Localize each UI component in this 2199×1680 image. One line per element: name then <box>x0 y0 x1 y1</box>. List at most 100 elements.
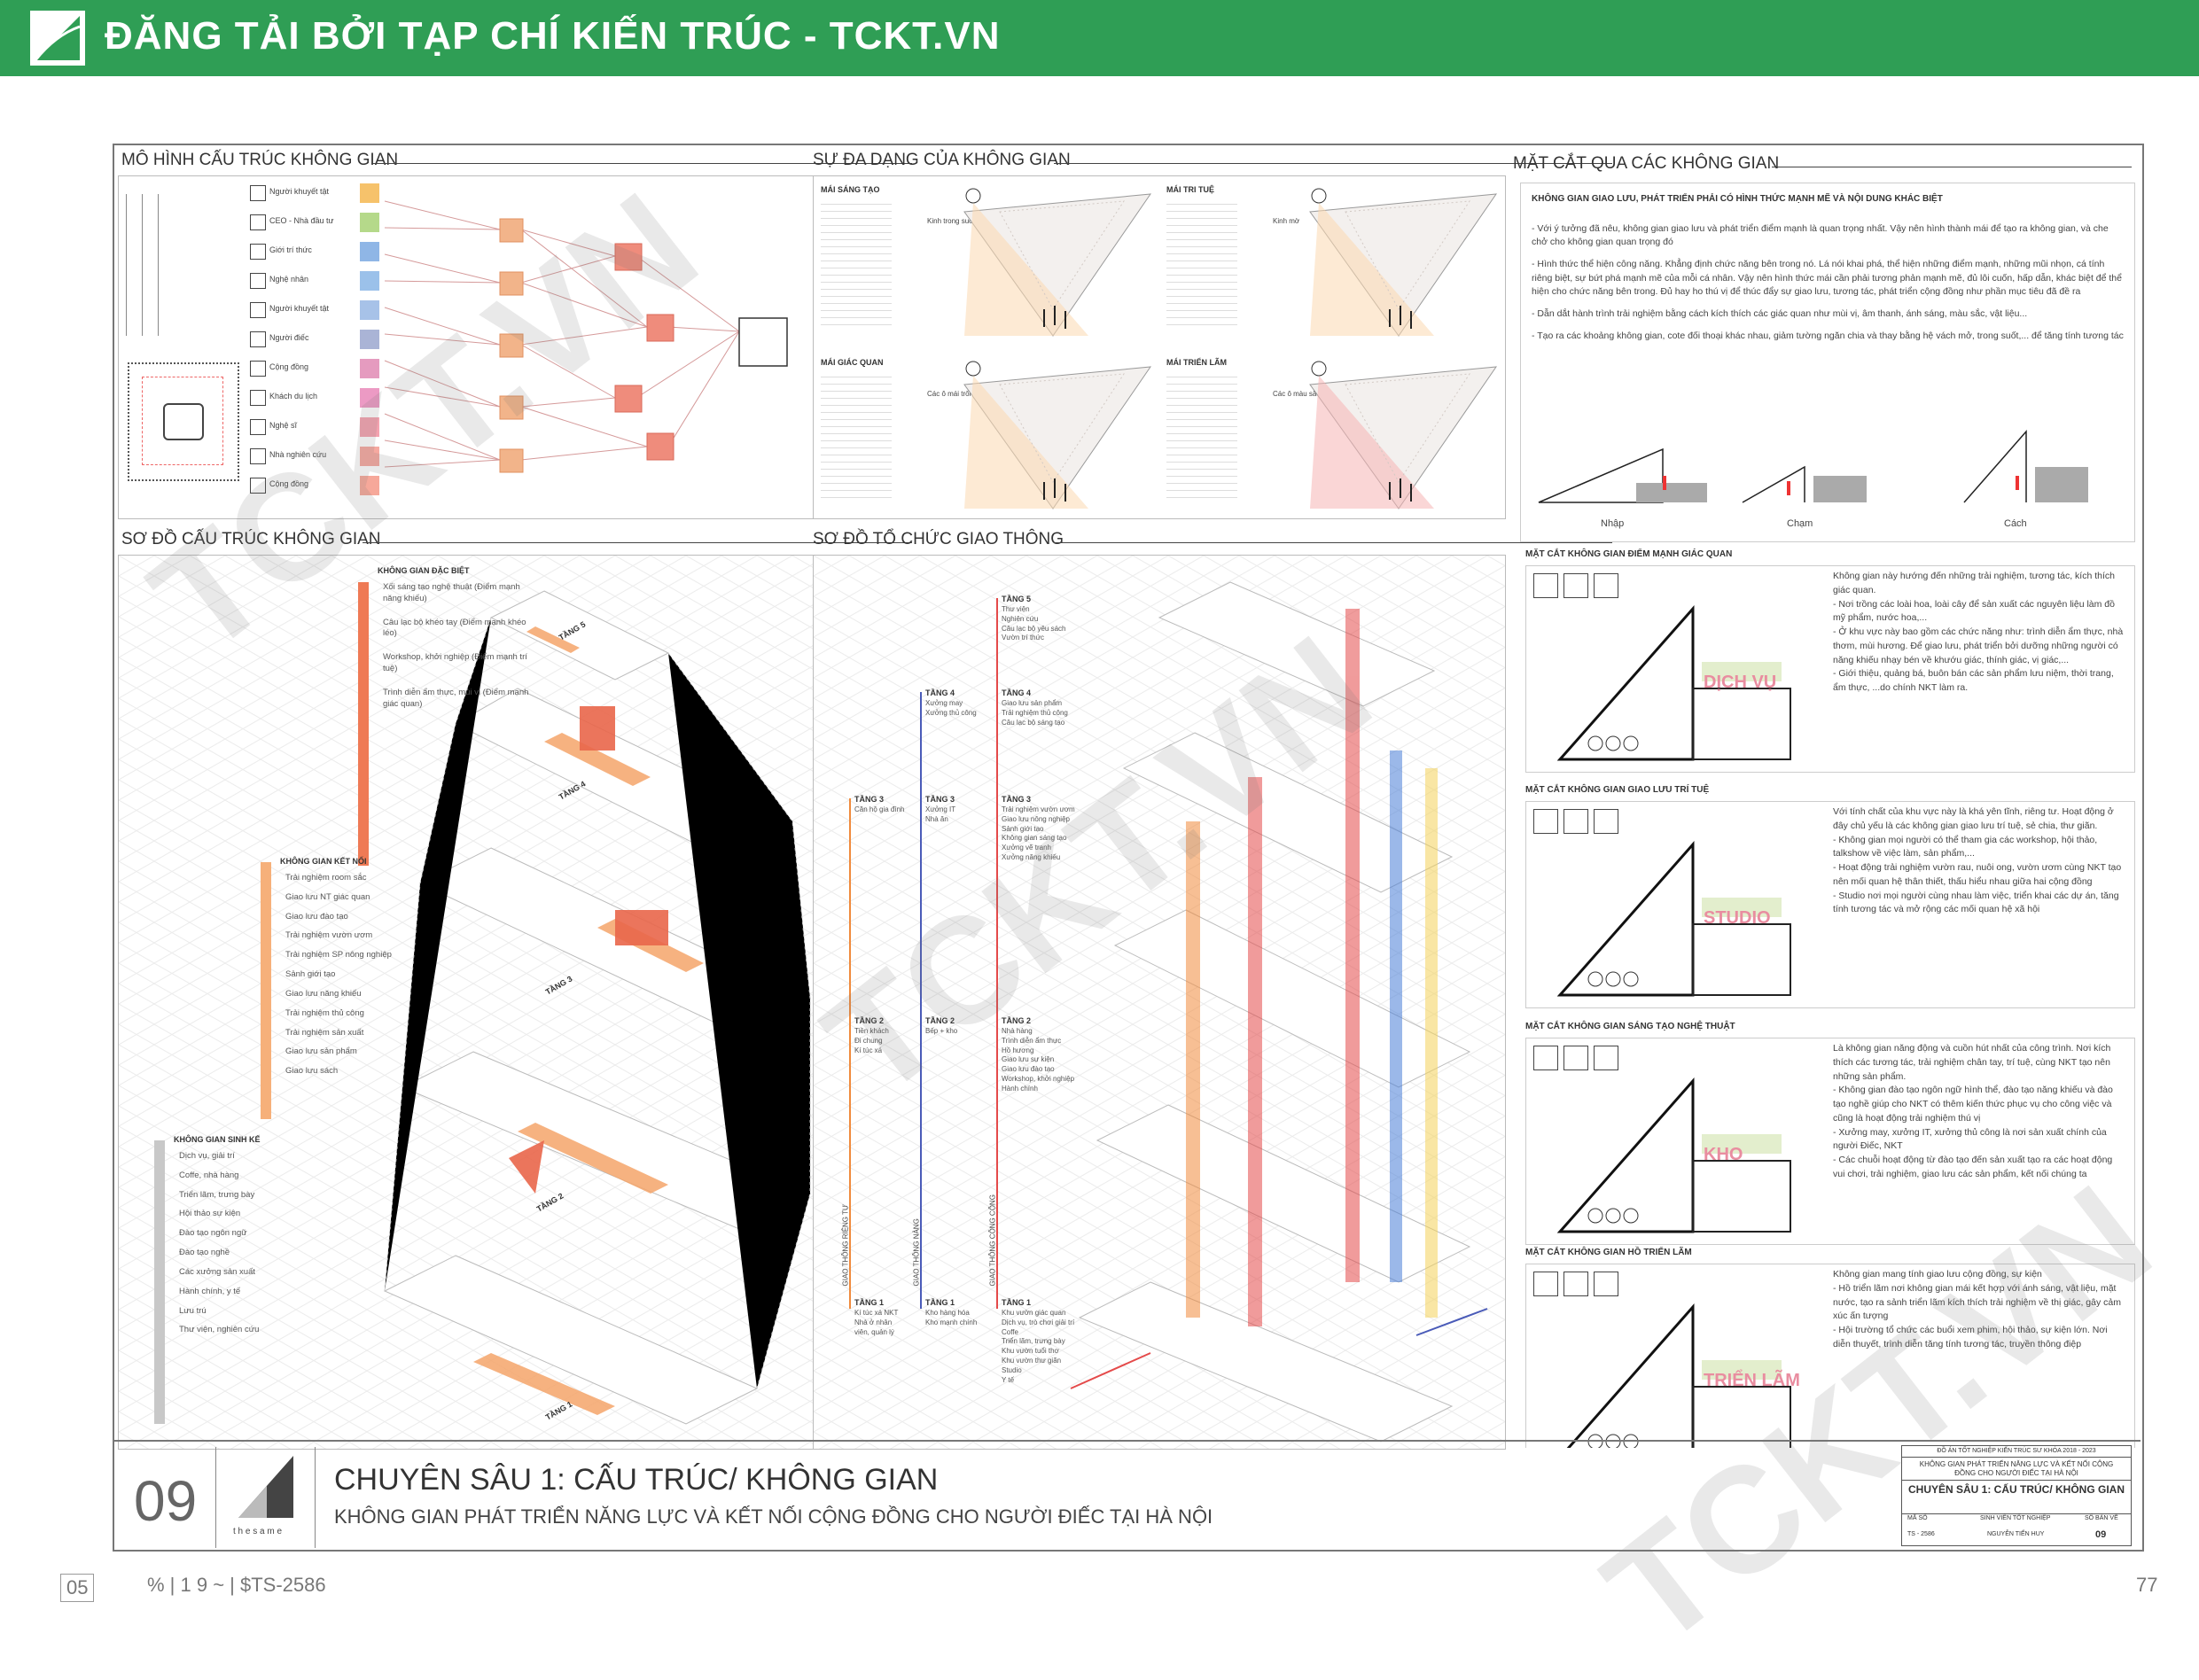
roof-desc <box>1166 198 1237 331</box>
lane-line <box>849 798 851 1309</box>
roof-title: MÁI GIÁC QUAN <box>821 358 884 367</box>
stakeholder-label: Người khuyết tật <box>269 304 329 313</box>
title-rule <box>1054 542 1612 543</box>
sense-icon <box>1533 809 1558 834</box>
person-icon <box>250 448 266 464</box>
section-intro-card: KHÔNG GIAN GIAO LƯU, PHÁT TRIỂN PHẢI CÓ … <box>1520 183 2135 542</box>
section-big-label: DỊCH VỤ <box>1704 673 1777 692</box>
tbl-v2: NGUYỄN TIẾN HUY <box>1987 1531 2045 1537</box>
stakeholder-swatch <box>360 388 379 408</box>
section-title: MẶT CẮT KHÔNG GIAN ĐIỂM MẠNH GIÁC QUAN <box>1525 549 1733 559</box>
person-icon <box>250 478 266 494</box>
lane-floor-desc: Kí túc xá NKT Nhà ở nhân viên, quản lý <box>854 1309 899 1336</box>
section-big-label: STUDIO <box>1704 908 1771 928</box>
sections-panel: KHÔNG GIAN GIAO LƯU, PHÁT TRIỂN PHẢI CÓ … <box>1513 175 2139 1448</box>
tbl-v3: 09 <box>2095 1529 2107 1540</box>
group-item: Triển lãm, trưng bày <box>179 1189 255 1200</box>
sense-icon <box>1533 573 1558 598</box>
person-icon <box>250 185 266 201</box>
vertical-notes <box>126 194 179 345</box>
group-item: Trình diễn ẩm thực, mùi vị (Điểm mạnh gi… <box>383 687 529 709</box>
stakeholder-label: Cộng đồng <box>269 362 309 371</box>
roof-section-drawing <box>963 188 1152 337</box>
lane-floor: TẦNG 5 <box>1002 595 1032 603</box>
section-card-3: KHO Là không gian năng động và cuồn hút n… <box>1525 1038 2135 1245</box>
tbl-h3: SỐ BẢN VẼ <box>2085 1515 2118 1521</box>
person-icon <box>250 244 266 260</box>
section-title: MẶT CẮT KHÔNG GIAN SÁNG TẠO NGHỆ THUẬT <box>1525 1022 1735 1031</box>
sheet-subtitle: KHÔNG GIAN PHÁT TRIỂN NĂNG LỰC VÀ KẾT NỐ… <box>334 1505 1213 1528</box>
brand-name: t h e s a m e <box>233 1527 283 1536</box>
roof-side-label: Các ô mái trống <box>927 390 978 398</box>
lane-floor-desc: Khu vườn giác quan Dịch vụ, trò chơi giả… <box>1002 1309 1075 1384</box>
lane-floor-desc: Xưởng IT Nhà ăn <box>925 805 956 823</box>
intro-paragraphs: - Với ý tưởng đã nêu, không gian giao lư… <box>1532 222 2124 353</box>
group-item: Thư viện, nghiên cứu <box>179 1325 260 1335</box>
lane-floor-desc: Tiền khách Đi chung Kí túc xá <box>854 1027 889 1054</box>
stakeholder-swatch <box>360 300 379 320</box>
roof-title: MÁI TRIỂN LÃM <box>1166 358 1227 367</box>
tbl-title: CHUYÊN SÂU 1: CẤU TRÚC/ KHÔNG GIAN <box>1907 1483 2125 1496</box>
stakeholder-swatch <box>360 242 379 261</box>
stakeholder-label: CEO - Nhà đầu tư <box>269 216 334 225</box>
title-rule <box>1054 163 1612 164</box>
diagram-caption: Chạm <box>1787 518 1813 529</box>
stakeholder-label: Khách du lịch <box>269 392 318 401</box>
lane-floor: TẦNG 1 <box>854 1298 885 1307</box>
stakeholder-swatch <box>360 476 379 495</box>
stakeholder-label: Nhà nghiên cứu <box>269 450 327 459</box>
tbl-course: ĐỒ ÁN TỐT NGHIỆP KIẾN TRÚC SƯ KHÓA 2018 … <box>1937 1448 2096 1454</box>
intro-paragraph: - Hình thức thể hiện công năng. Khẳng đị… <box>1532 259 2122 297</box>
lane-floor-desc: Thư viện Nghiên cứu Câu lạc bộ yêu sách … <box>1002 605 1066 642</box>
section-sketch <box>1556 605 1791 761</box>
section-text: Không gian mang tính giao lưu cộng đồng,… <box>1833 1269 2121 1349</box>
info-table: ĐỒ ÁN TỐT NGHIỆP KIẾN TRÚC SƯ KHÓA 2018 … <box>1901 1445 2132 1546</box>
section-card-4: TRIỂN LÃM Không gian mang tính giao lưu c… <box>1525 1264 2135 1448</box>
lane-line <box>920 692 922 1309</box>
sheet-number: 09 <box>134 1469 198 1533</box>
person-icon <box>250 390 266 406</box>
sense-icon <box>1563 573 1588 598</box>
section-card-1: DỊCH VỤ Không gian này hướng đến những tr… <box>1525 565 2135 773</box>
group-item: Giao lưu sản phẩm <box>285 1046 357 1057</box>
section-text: Không gian này hướng đến những trải nghi… <box>1833 571 2124 693</box>
stakeholder-swatch <box>360 271 379 291</box>
network-diagram <box>384 200 788 473</box>
section-title: MẶT CẮT KHÔNG GIAN HỒ TRIỂN LÃM <box>1525 1248 1692 1257</box>
intro-paragraph: - Tạo ra các khoảng không gian, cote đối… <box>1532 331 2124 342</box>
lane-floor: TẦNG 3 <box>1002 795 1032 804</box>
section-text: Là không gian năng động và cuồn hút nhất… <box>1833 1043 2113 1179</box>
page-right-number: 77 <box>2136 1574 2158 1596</box>
group-item: Câu lạc bộ khéo tay (Điểm mạnh khéo léo) <box>383 617 526 639</box>
lane-floor-desc: Trải nghiệm vườn ươm Giao lưu nông nghiệ… <box>1002 805 1075 861</box>
roof-side-label: Kinh trong suốt <box>927 217 975 225</box>
group-item: Trải nghiệm SP nông nghiệp <box>285 950 392 961</box>
lane-floor: TẦNG 4 <box>1002 688 1032 697</box>
lane-floor: TẦNG 3 <box>854 795 885 804</box>
diagram-caption: Nhập <box>1601 518 1625 529</box>
roof-desc <box>821 198 892 331</box>
group-item: Đào tạo ngôn ngữ <box>179 1228 247 1239</box>
tbl-project: KHÔNG GIAN PHÁT TRIỂN NĂNG LỰC VÀ KẾT NỐ… <box>1919 1460 2114 1477</box>
lane-floor: TẦNG 1 <box>1002 1298 1032 1307</box>
section-sketch <box>1556 841 1791 997</box>
stakeholder-swatch <box>360 447 379 466</box>
group-item: Giao lưu NT giác quan <box>285 891 370 902</box>
roof-side-label: Kinh mờ <box>1273 217 1300 225</box>
page-left-number: 05 <box>60 1574 95 1602</box>
lane-name: GIAO THÔNG RIÊNG TƯ <box>841 1204 850 1287</box>
drawing-sheet: MÔ HÌNH CẤU TRÚC KHÔNG GIAN Người khuyết… <box>113 144 2144 1552</box>
page-code: % | 1 9 ~ | $TS-2586 <box>147 1574 326 1596</box>
section-big-label: KHO <box>1704 1145 1743 1164</box>
section-big-label: TRIỂN LÃM <box>1704 1371 1800 1390</box>
section-sketch <box>1556 1077 1791 1233</box>
tbl-h1: MÃ SỐ <box>1907 1515 1928 1521</box>
title-block: 09 t h e s a m e CHUYÊN SÂU 1: CẤU TRÚC/… <box>113 1440 2141 1552</box>
